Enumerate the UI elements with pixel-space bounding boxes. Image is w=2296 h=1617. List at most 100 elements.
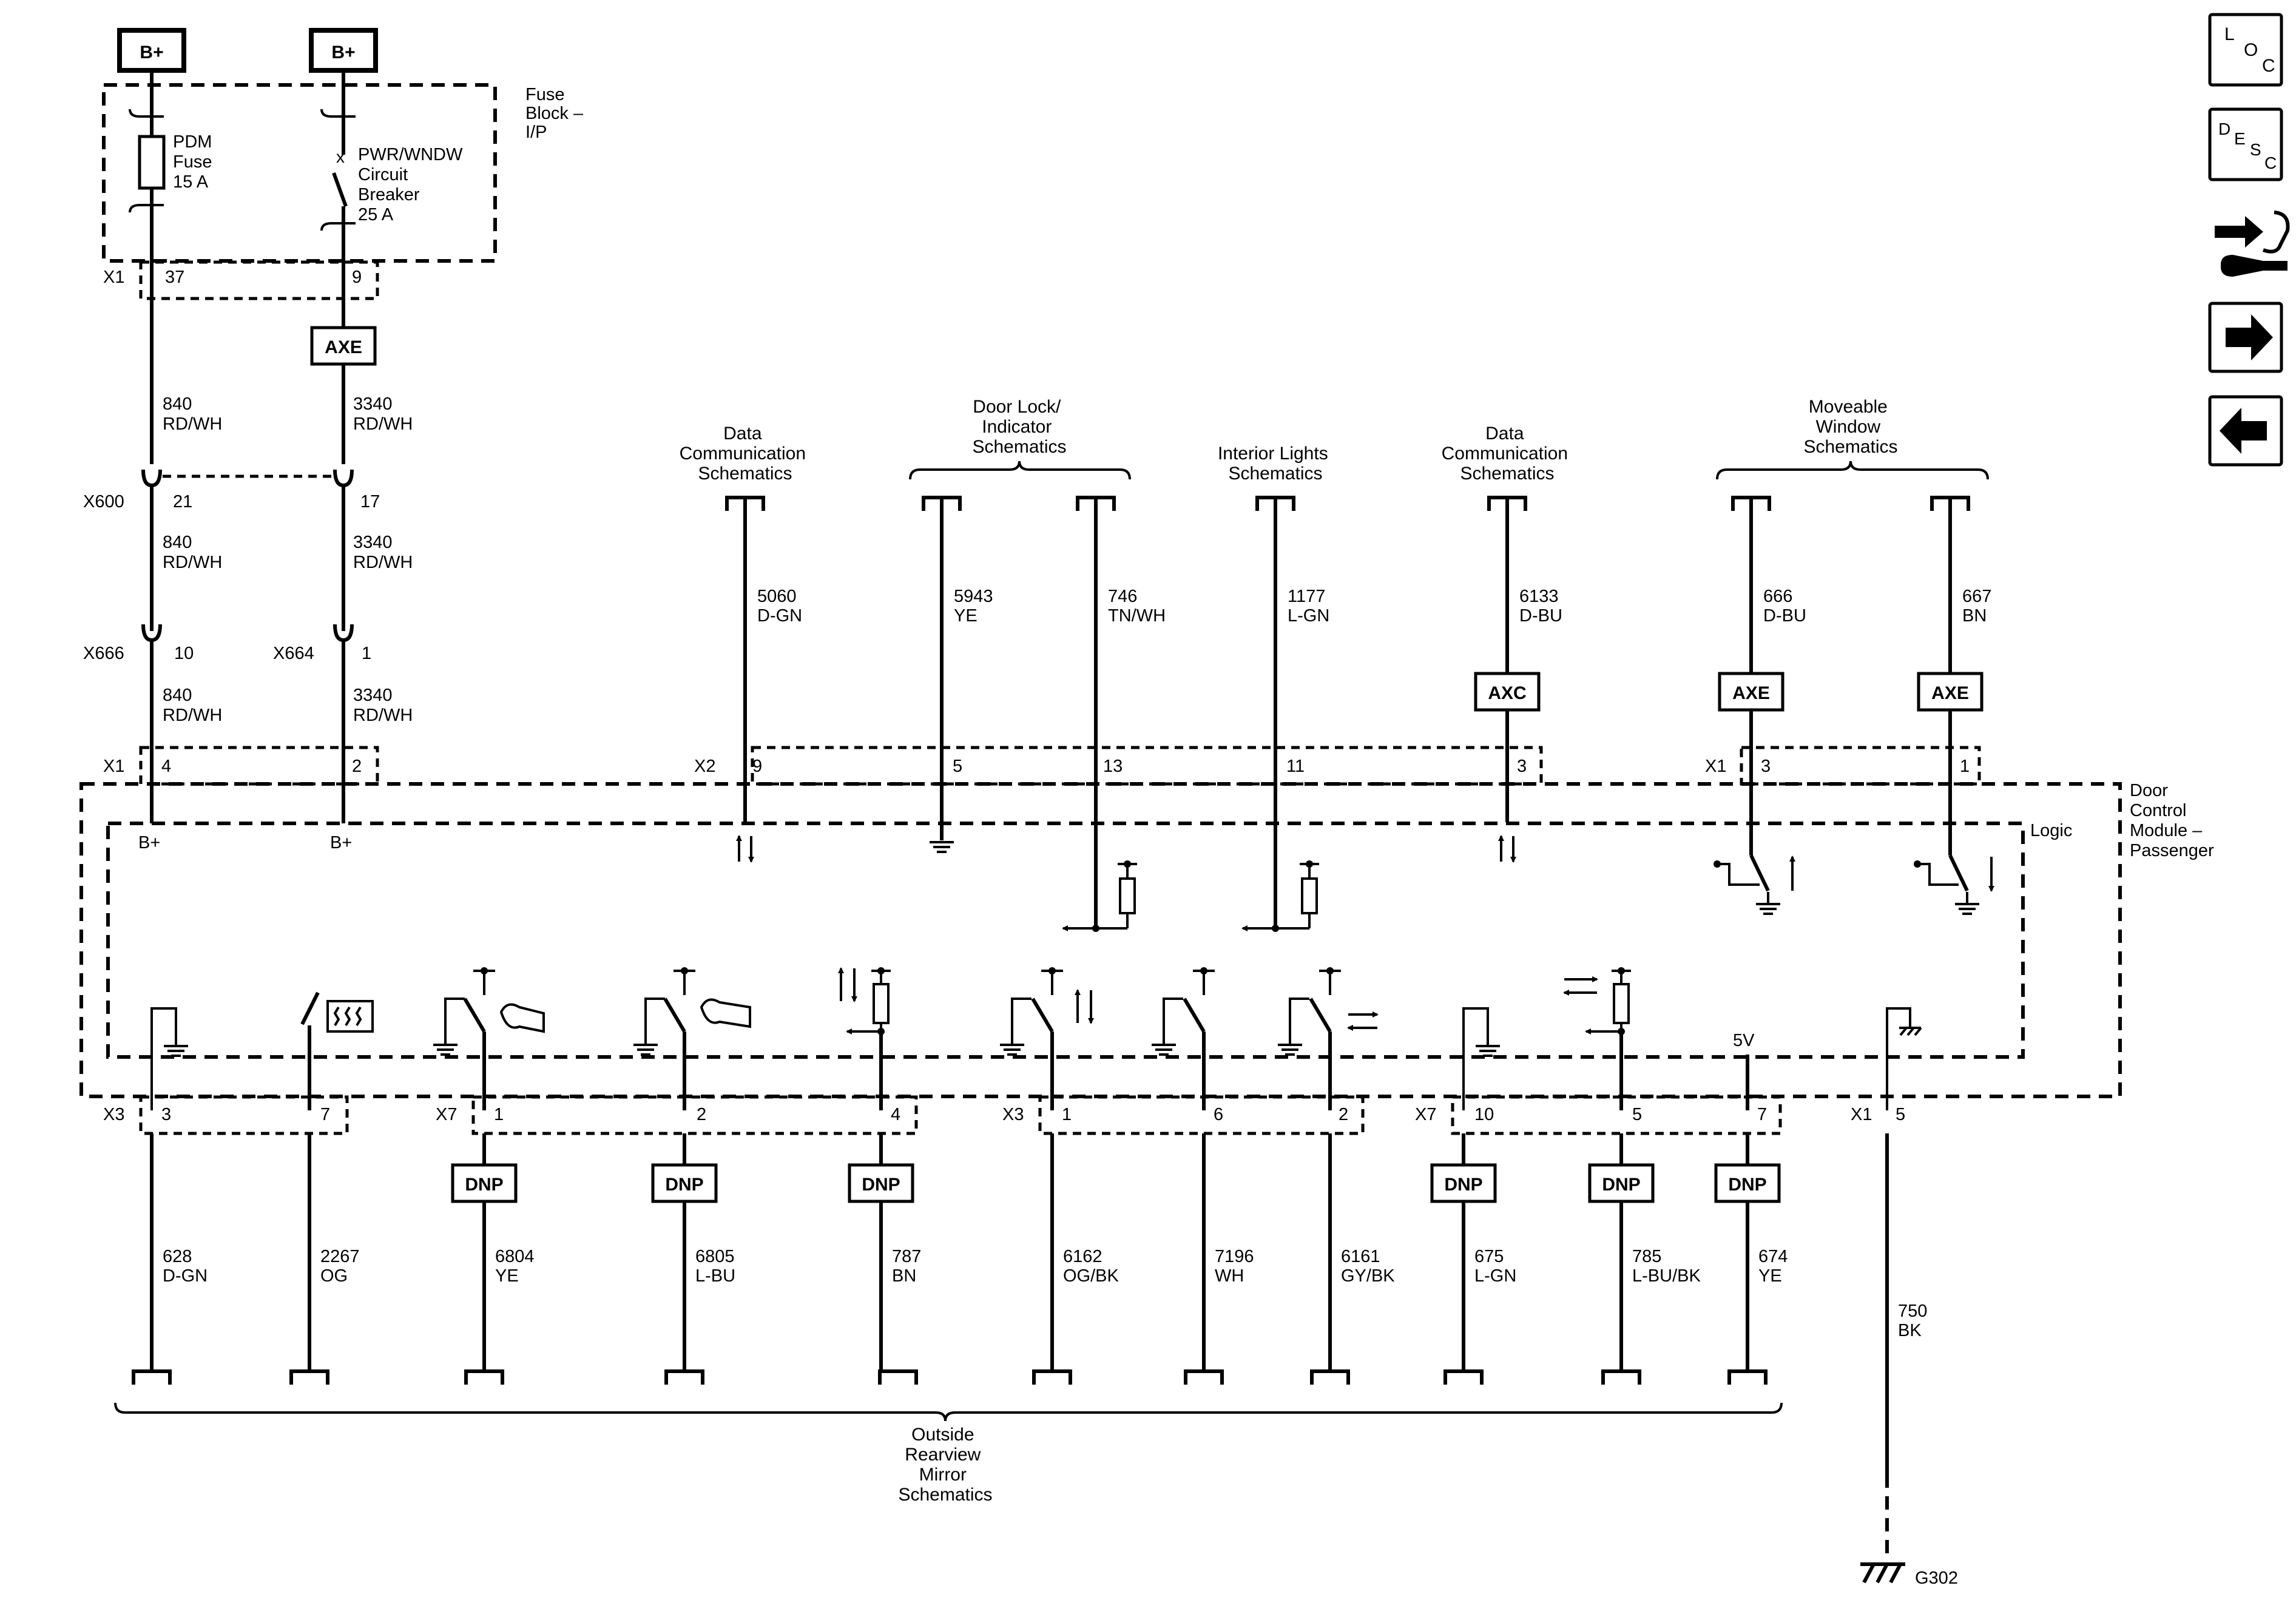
svg-text:O: O	[2244, 40, 2258, 60]
connector-x1-fuse-block: X1 37 9	[103, 260, 379, 300]
five-volt-label: 5V	[1733, 1031, 1755, 1050]
mirror-fold-icon	[499, 1003, 545, 1033]
b-plus-label: B+	[140, 42, 163, 62]
axe-option-box: AXE	[1931, 683, 1969, 703]
connector-x664-label: X664	[273, 644, 314, 663]
svg-text:21: 21	[173, 492, 192, 511]
desc-button[interactable]: D E S C	[2208, 107, 2283, 181]
pdm-fuse-label: PDM Fuse 15 A	[173, 132, 217, 192]
svg-text:X2: X2	[694, 757, 715, 776]
b-plus-inputs	[150, 822, 345, 823]
svg-text:4: 4	[891, 1105, 900, 1124]
svg-text:L: L	[2224, 24, 2235, 44]
svg-text:5: 5	[1896, 1105, 1905, 1124]
loc-button[interactable]: L O C	[2208, 13, 2283, 87]
svg-text:3: 3	[1517, 757, 1527, 776]
previous-arrow-icon[interactable]	[2208, 395, 2283, 467]
bottom-connectors: X3 3 7 X7 1 2 4 X3 1 6 2 X7 10 5 7 X1 5	[103, 1095, 1905, 1135]
svg-text:7: 7	[320, 1105, 330, 1124]
svg-text:13: 13	[1103, 757, 1123, 776]
module-internal-upper	[736, 835, 1994, 932]
axe-option-box: AXE	[325, 337, 362, 357]
svg-text:2: 2	[1339, 1105, 1348, 1124]
interior-lights-header: Interior Lights Schematics	[1218, 444, 1333, 484]
next-arrow-icon[interactable]	[2208, 302, 2283, 373]
b-plus-label: B+	[331, 42, 355, 62]
axc-option-box: AXC	[1488, 683, 1526, 703]
svg-text:9: 9	[752, 757, 762, 776]
resistor-symbol	[1301, 877, 1318, 914]
data-communication-header-1: Data Communication Schematics	[680, 424, 811, 484]
dnp-option-box: DNP	[1728, 1175, 1766, 1195]
svg-text:6: 6	[1214, 1105, 1223, 1124]
svg-text:17: 17	[360, 492, 380, 511]
svg-text:5: 5	[1632, 1105, 1642, 1124]
module-internal-lower	[150, 967, 1922, 1110]
connector-x600-label: X600	[83, 492, 124, 511]
svg-text:37: 37	[165, 268, 184, 287]
mirror-fold-icon	[700, 998, 751, 1028]
dnp-option-box: DNP	[665, 1175, 703, 1195]
breaker-label: PWR/WNDW Circuit Breaker 25 A	[358, 145, 467, 224]
door-lock-header: Door Lock/ Indicator Schematics	[972, 397, 1066, 457]
dnp-option-box: DNP	[1602, 1175, 1640, 1195]
moveable-window-header: Moveable Window Schematics	[1803, 397, 1897, 457]
svg-text:X1: X1	[103, 757, 124, 776]
resistor-symbol	[1119, 877, 1136, 914]
svg-text:2: 2	[697, 1105, 706, 1124]
svg-text:11: 11	[1286, 757, 1305, 776]
connector-pinout-icon[interactable]	[2215, 211, 2290, 277]
ground-g302-label: G302	[1915, 1568, 1958, 1588]
mirror-schematics-group: Outside Rearview Mirror Schematics	[114, 1402, 1783, 1505]
breaker-mark: x	[336, 147, 345, 166]
svg-text:C: C	[2262, 56, 2275, 76]
dnp-option-box: DNP	[862, 1175, 900, 1195]
svg-text:E: E	[2234, 129, 2246, 148]
top-connectors: X1 4 2 X2 9 5 13 11 3 X1 3 1	[103, 746, 1981, 786]
svg-text:X1: X1	[1705, 757, 1726, 776]
fuse-block: Fuse Block – I/P PDM Fuse 15 A x PWR/WND…	[102, 70, 584, 263]
svg-text:4: 4	[161, 757, 171, 776]
module-title: Door Control Module – Passenger	[2130, 781, 2214, 860]
svg-text:X1: X1	[103, 268, 124, 287]
chassis-ground-icon	[1860, 1562, 1905, 1584]
svg-text:2: 2	[352, 757, 362, 776]
top-headers: Data Communication Schematics Door Lock/…	[680, 397, 1989, 484]
svg-text:3: 3	[1761, 757, 1771, 776]
svg-text:5: 5	[953, 757, 962, 776]
svg-text:1: 1	[494, 1105, 504, 1124]
b-plus-input-label-1: B+	[138, 833, 160, 852]
door-control-module: Door Control Module – Passenger Logic B+…	[79, 781, 2214, 1098]
axe-option-box: AXE	[1732, 683, 1770, 703]
dnp-option-box: DNP	[1444, 1175, 1482, 1195]
dnp-option-box: DNP	[465, 1175, 503, 1195]
svg-text:10: 10	[1474, 1105, 1494, 1124]
svg-text:9: 9	[352, 268, 362, 287]
svg-text:1: 1	[1960, 757, 1970, 776]
svg-text:7: 7	[1757, 1105, 1767, 1124]
svg-text:C: C	[2264, 154, 2277, 172]
b-plus-source-left: B+	[117, 28, 186, 73]
